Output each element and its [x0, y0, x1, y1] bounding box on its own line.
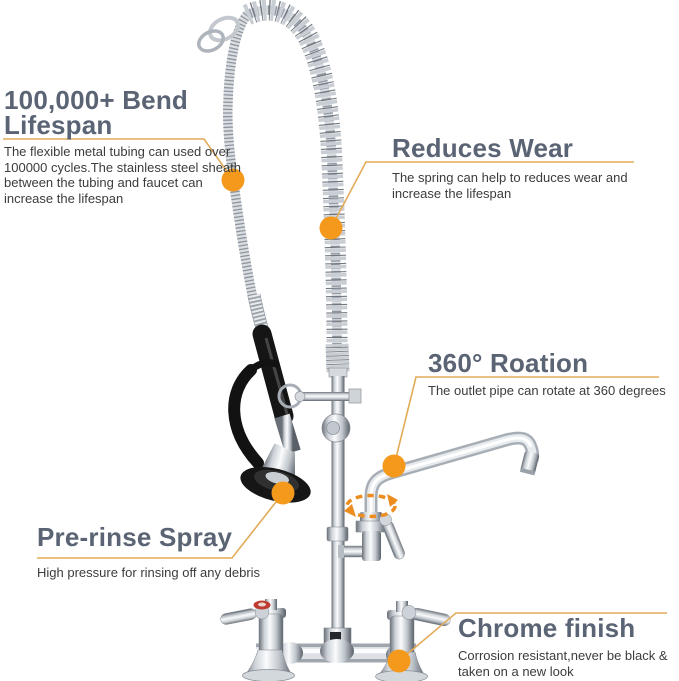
callout-pre-rinse: Pre-rinse Spray High pressure for rinsin… — [37, 522, 317, 581]
rotation-arrow — [344, 493, 398, 519]
left-handle — [220, 608, 257, 625]
callout-bend-lifespan: 100,000+ Bend Lifespan The flexible meta… — [4, 85, 244, 206]
spout-nozzle — [519, 451, 540, 476]
dot-pre-rinse — [271, 481, 295, 505]
callout-rotation: 360° Roation The outlet pipe can rotate … — [428, 348, 678, 399]
callout-title-bend-lifespan: 100,000+ Bend Lifespan — [4, 85, 188, 140]
leader-rotation — [393, 376, 659, 467]
callout-title-rotation: 360° Roation — [428, 348, 589, 378]
callout-body-rotation: The outlet pipe can rotate at 360 degree… — [428, 383, 666, 398]
callout-dots — [221, 168, 411, 673]
callout-title-pre-rinse: Pre-rinse Spray — [37, 522, 233, 552]
spray-valve — [228, 293, 303, 469]
coil-spring — [197, 0, 350, 373]
spout-valve — [338, 512, 405, 561]
right-handle — [401, 605, 451, 627]
leader-reduces-wear — [330, 161, 634, 229]
dot-reduces-wear — [319, 216, 343, 240]
add-on-spout — [364, 431, 540, 521]
callout-body-chrome-finish: Corrosion resistant,never be black & tak… — [458, 648, 668, 679]
callout-body-bend-lifespan: The flexible metal tubing can used over … — [4, 144, 242, 206]
callout-reduces-wear: Reduces Wear The spring can help to redu… — [392, 133, 654, 201]
dot-chrome-finish — [387, 649, 411, 673]
flex-hose — [223, 10, 263, 325]
callout-body-reduces-wear: The spring can help to reduces wear and … — [392, 170, 628, 201]
dot-bend-lifespan — [221, 168, 245, 192]
callout-chrome-finish: Chrome finish Corrosion resistant,never … — [458, 613, 679, 679]
spout-valve-handle — [379, 513, 405, 560]
leader-pre-rinse — [37, 492, 284, 559]
callout-body-pre-rinse: High pressure for rinsing off any debris — [37, 565, 261, 580]
wall-bracket — [299, 392, 357, 401]
leader-bend-lifespan — [3, 138, 234, 181]
wall-mount-base — [220, 599, 451, 681]
callout-title-chrome-finish: Chrome finish — [458, 613, 636, 643]
dot-rotation — [382, 454, 406, 478]
leader-chrome-finish — [398, 612, 667, 662]
riser-pipe — [294, 367, 362, 632]
leader-lines — [3, 138, 667, 662]
callout-title-reduces-wear: Reduces Wear — [392, 133, 574, 163]
